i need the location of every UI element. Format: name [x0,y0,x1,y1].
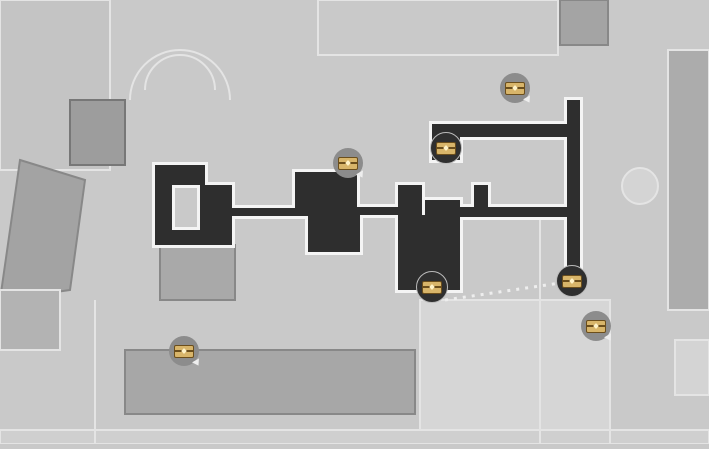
treasure-chest-marker[interactable] [556,265,588,297]
treasure-chest-icon [586,319,606,333]
treasure-chest-icon [505,81,525,95]
treasure-chest-marker-other-floor[interactable] [581,311,614,343]
route-dots [444,281,561,302]
treasure-chest-icon [436,141,456,155]
treasure-chest-icon [562,274,582,288]
treasure-chest-marker[interactable] [416,271,448,303]
treasure-chest-marker-other-floor[interactable] [169,336,202,368]
treasure-chest-icon [174,344,194,358]
treasure-chest-icon [338,156,358,170]
treasure-chest-marker-other-floor[interactable] [500,73,533,105]
treasure-chest-marker-other-floor[interactable] [333,148,366,180]
treasure-chest-icon [422,280,442,294]
treasure-chest-marker[interactable] [430,132,462,164]
